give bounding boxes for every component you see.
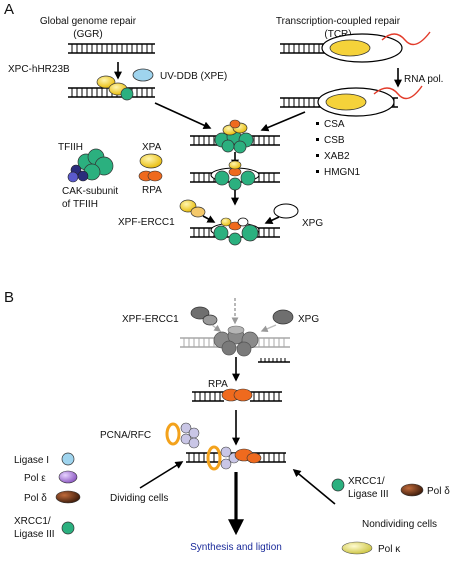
- synthesis-label: Synthesis and ligtion: [190, 542, 282, 553]
- cak-label-line2: of TFIIH: [62, 199, 98, 210]
- pol-kappa-label: Pol κ: [378, 544, 401, 555]
- xpc-label: XPC-hHR23B: [8, 64, 70, 75]
- pcna-loaded-dna: [186, 445, 286, 471]
- tcr-factor-hmgn1: HMGN1: [324, 167, 361, 178]
- xpf-ercc1-icon: [179, 199, 206, 218]
- pol-kappa-icon: [341, 541, 373, 555]
- pcna-label: PCNA/RFC: [100, 430, 151, 441]
- xpg-grey-icon: [272, 309, 294, 325]
- xpg-icon: [273, 203, 299, 219]
- xrcc1-label-right-line2: Ligase III: [348, 489, 389, 500]
- pol-delta-label-right: Pol δ: [427, 486, 450, 497]
- tcr-csb-bound-dna: [280, 85, 423, 117]
- uv-ddb-icon: [132, 68, 154, 82]
- xrcc1-icon-left: [61, 521, 75, 535]
- tcr-title-line1: Transcription-coupled repair: [276, 16, 401, 27]
- dividing-cells-label: Dividing cells: [110, 493, 168, 504]
- rpa-icon: [138, 170, 163, 182]
- pol-epsilon-label: Pol ε: [24, 473, 46, 484]
- tcr-factor-xab2: XAB2: [324, 151, 350, 162]
- pol-delta-label-left: Pol δ: [24, 493, 47, 504]
- panel-a-label: A: [4, 1, 14, 18]
- tcr-stalled-rnapol-dna: [280, 31, 431, 63]
- tcr-factor-csb: CSB: [324, 135, 345, 146]
- ligase-i-label: Ligase I: [14, 455, 49, 466]
- incision-complex: [190, 217, 280, 246]
- xpf-ercc1-grey-icon: [190, 306, 218, 326]
- rpa-label: RPA: [142, 185, 162, 196]
- ggr-title-line1: Global genome repair: [40, 16, 137, 27]
- ggr-title-line2: (GGR): [73, 29, 102, 40]
- pol-epsilon-icon: [58, 470, 78, 484]
- xpa-label: XPA: [142, 142, 162, 153]
- rpa-label-b: RPA: [208, 379, 228, 390]
- tfiih-icon: [67, 148, 114, 183]
- pol-delta-icon-right: [400, 483, 424, 497]
- xrcc1-label-left-line2: Ligase III: [14, 529, 55, 540]
- pcna-rfc-icon: [165, 422, 200, 449]
- tcr-title-line2: (TCR): [324, 29, 351, 40]
- tcr-factor-list: CSA CSB XAB2 HMGN1: [316, 119, 361, 178]
- preincision-complex-1: [190, 119, 280, 154]
- tcr-factor-csa: CSA: [324, 119, 345, 130]
- xpa-icon: [139, 153, 163, 169]
- pol-delta-icon-left: [55, 490, 81, 504]
- rna-pol-label: RNA pol.: [404, 74, 443, 85]
- xpf-label-b: XPF-ERCC1: [122, 314, 179, 325]
- xpc-icon: [96, 75, 116, 89]
- xrcc1-label-right-line1: XRCC1/: [348, 476, 385, 487]
- xpg-label-b: XPG: [298, 314, 319, 325]
- xrcc1-label-left-line1: XRCC1/: [14, 516, 51, 527]
- xrcc1-icon-right: [331, 478, 345, 492]
- ggr-damaged-dna: [68, 43, 155, 54]
- rpa-coated-gap-dna: [192, 388, 282, 402]
- tfiih-label: TFIIH: [58, 142, 83, 153]
- cak-label-line1: CAK-subunit: [62, 186, 118, 197]
- panel-b-label: B: [4, 289, 14, 306]
- xpg-label-a: XPG: [302, 218, 323, 229]
- preincision-complex-2: [190, 160, 280, 191]
- xpf-label-a: XPF-ERCC1: [118, 217, 175, 228]
- excised-oligo-complex: [180, 325, 290, 363]
- uvddb-label: UV-DDB (XPE): [160, 71, 227, 82]
- ligase-i-icon: [61, 452, 75, 466]
- nondividing-cells-label: Nondividing cells: [362, 519, 437, 530]
